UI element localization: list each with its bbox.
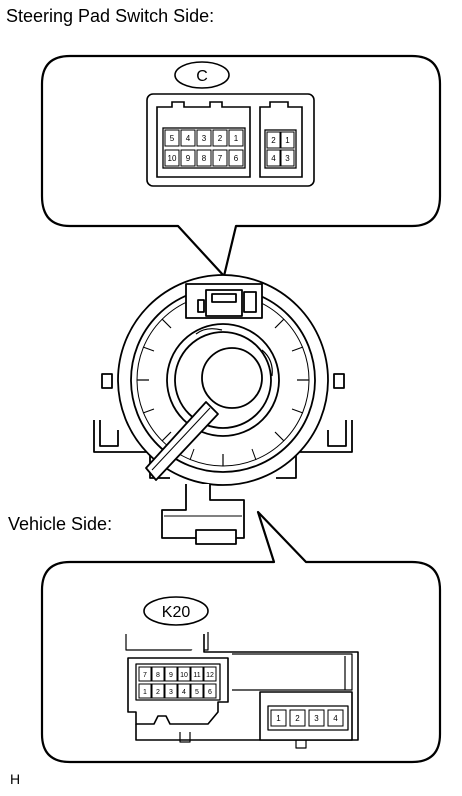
pin-cell: 4 xyxy=(177,683,191,699)
pin-cell: 3 xyxy=(280,149,295,167)
svg-text:3: 3 xyxy=(202,134,207,143)
connector-c-main-pins: 5 4 3 2 1 10 9 8 xyxy=(164,129,244,167)
svg-text:8: 8 xyxy=(202,154,207,163)
connector-c-code: C xyxy=(196,68,208,85)
svg-text:7: 7 xyxy=(218,154,223,163)
svg-text:1: 1 xyxy=(276,714,281,723)
footer-code: H xyxy=(10,771,20,787)
svg-text:4: 4 xyxy=(333,714,338,723)
pin-cell: 10 xyxy=(164,149,180,167)
svg-text:1: 1 xyxy=(234,134,239,143)
svg-text:9: 9 xyxy=(186,154,191,163)
svg-text:11: 11 xyxy=(193,672,200,679)
pin-cell: 12 xyxy=(203,666,217,682)
svg-text:4: 4 xyxy=(271,154,276,163)
vehicle-side-label: Vehicle Side: xyxy=(8,514,112,534)
spiral-cable-body xyxy=(93,274,353,545)
svg-text:1: 1 xyxy=(285,136,290,145)
svg-text:6: 6 xyxy=(208,689,212,696)
svg-text:2: 2 xyxy=(218,134,223,143)
svg-text:12: 12 xyxy=(206,672,214,679)
svg-text:7: 7 xyxy=(143,672,147,679)
pin-cell: 8 xyxy=(196,149,212,167)
pin-cell: 2 xyxy=(266,131,281,149)
svg-text:3: 3 xyxy=(314,714,319,723)
pin-cell: 4 xyxy=(266,149,281,167)
connector-k20-small-pins: 1 2 3 4 xyxy=(270,709,344,727)
connector-k20-code-badge: K20 xyxy=(143,596,209,626)
pin-cell: 5 xyxy=(190,683,204,699)
svg-text:9: 9 xyxy=(169,672,173,679)
svg-text:5: 5 xyxy=(195,689,199,696)
pin-cell: 9 xyxy=(180,149,196,167)
svg-text:2: 2 xyxy=(271,136,276,145)
pin-cell: 1 xyxy=(280,131,295,149)
pin-cell: 11 xyxy=(190,666,204,682)
pin-cell: 5 xyxy=(164,129,180,147)
pin-cell: 3 xyxy=(164,683,178,699)
pin-cell: 1 xyxy=(228,129,244,147)
pin-cell: 3 xyxy=(196,129,212,147)
pin-cell: 9 xyxy=(164,666,178,682)
pin-cell: 10 xyxy=(177,666,191,682)
pin-cell: 3 xyxy=(308,709,325,727)
svg-text:8: 8 xyxy=(156,672,160,679)
pin-cell: 1 xyxy=(270,709,287,727)
pin-cell: 4 xyxy=(180,129,196,147)
connector-k20-code: K20 xyxy=(162,604,191,621)
pin-cell: 1 xyxy=(138,683,152,699)
svg-text:1: 1 xyxy=(143,689,147,696)
svg-text:6: 6 xyxy=(234,154,239,163)
steering-pad-switch-side-label: Steering Pad Switch Side: xyxy=(6,6,214,26)
pin-cell: 6 xyxy=(228,149,244,167)
connector-k20-main-pins: 7 8 9 10 11 12 1 2 xyxy=(138,666,217,699)
connector-c-code-badge: C xyxy=(174,61,230,89)
svg-text:10: 10 xyxy=(180,672,188,679)
svg-text:10: 10 xyxy=(168,154,177,163)
svg-text:2: 2 xyxy=(156,689,160,696)
pin-cell: 7 xyxy=(212,149,228,167)
pin-cell: 2 xyxy=(289,709,306,727)
svg-text:3: 3 xyxy=(285,154,290,163)
pin-cell: 2 xyxy=(151,683,165,699)
pin-cell: 6 xyxy=(203,683,217,699)
pin-cell: 2 xyxy=(212,129,228,147)
connector-c-small-pins: 2 1 4 3 xyxy=(266,131,295,167)
svg-text:4: 4 xyxy=(186,134,191,143)
svg-text:4: 4 xyxy=(182,689,186,696)
svg-text:5: 5 xyxy=(170,134,175,143)
pin-cell: 7 xyxy=(138,666,152,682)
pin-cell: 8 xyxy=(151,666,165,682)
pin-cell: 4 xyxy=(327,709,344,727)
svg-text:3: 3 xyxy=(169,689,173,696)
svg-text:2: 2 xyxy=(295,714,300,723)
